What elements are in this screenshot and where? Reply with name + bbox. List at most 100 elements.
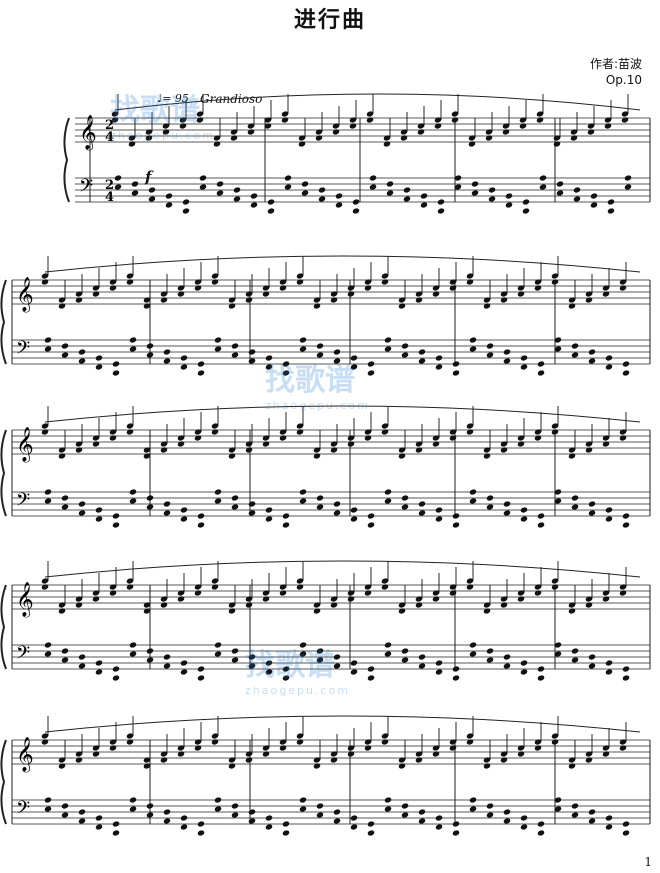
notehead xyxy=(248,663,256,669)
notehead xyxy=(571,657,579,663)
brace xyxy=(0,279,7,365)
notehead xyxy=(41,423,49,429)
notehead xyxy=(211,423,219,429)
notehead xyxy=(622,666,630,672)
notehead xyxy=(364,584,372,590)
notehead xyxy=(245,596,253,602)
notehead xyxy=(180,660,188,666)
notehead xyxy=(262,291,270,297)
slur xyxy=(44,405,641,423)
notehead xyxy=(92,590,100,596)
notehead xyxy=(571,812,579,818)
notehead xyxy=(367,675,375,681)
notehead xyxy=(551,739,559,745)
notehead xyxy=(182,199,190,205)
notehead xyxy=(177,291,185,297)
notehead xyxy=(585,441,593,447)
notehead xyxy=(214,337,222,343)
notehead xyxy=(602,435,610,441)
notehead xyxy=(503,501,511,507)
notehead xyxy=(177,441,185,447)
notehead xyxy=(415,757,423,763)
notehead xyxy=(605,516,613,522)
notehead xyxy=(265,507,273,513)
notehead xyxy=(92,435,100,441)
notehead xyxy=(163,654,171,660)
notehead xyxy=(347,745,355,751)
notehead xyxy=(61,495,69,501)
notehead xyxy=(585,757,593,763)
notehead xyxy=(41,733,49,739)
notehead xyxy=(500,441,508,447)
notehead xyxy=(434,117,442,123)
notehead xyxy=(502,129,510,135)
notehead xyxy=(61,657,69,663)
notehead xyxy=(182,208,190,214)
notehead xyxy=(573,196,581,202)
notehead xyxy=(213,141,221,147)
notehead xyxy=(180,507,188,513)
notehead xyxy=(318,196,326,202)
notehead xyxy=(588,663,596,669)
bass-clef: 𝄢 xyxy=(16,643,30,668)
notehead xyxy=(248,358,256,364)
notehead xyxy=(384,346,392,352)
notehead xyxy=(112,361,120,367)
notehead xyxy=(485,135,493,141)
notehead xyxy=(347,441,355,447)
notehead xyxy=(296,739,304,745)
notehead xyxy=(607,199,615,205)
notehead xyxy=(75,297,83,303)
notehead xyxy=(466,739,474,745)
notehead xyxy=(454,184,462,190)
notehead xyxy=(432,441,440,447)
notehead xyxy=(621,111,629,117)
notehead xyxy=(333,818,341,824)
treble-clef: 𝄞 xyxy=(16,277,34,313)
notehead xyxy=(92,745,100,751)
notehead xyxy=(78,818,86,824)
notehead xyxy=(146,648,154,654)
notehead xyxy=(503,349,511,355)
notehead xyxy=(230,129,238,135)
notehead xyxy=(131,181,139,187)
notehead xyxy=(418,818,426,824)
notehead xyxy=(588,654,596,660)
notehead xyxy=(194,429,202,435)
slur xyxy=(44,255,641,273)
notehead xyxy=(364,279,372,285)
notehead xyxy=(415,441,423,447)
composer-block: 作者:苗波 Op.10 xyxy=(590,56,642,88)
notehead xyxy=(403,187,411,193)
notehead xyxy=(296,584,304,590)
notehead xyxy=(588,358,596,364)
brace xyxy=(63,117,70,203)
notehead xyxy=(588,349,596,355)
notehead xyxy=(58,303,66,309)
brace xyxy=(0,584,7,670)
notehead xyxy=(415,596,423,602)
notehead xyxy=(520,364,528,370)
notehead xyxy=(534,590,542,596)
notehead xyxy=(502,123,510,129)
notehead xyxy=(61,648,69,654)
notehead xyxy=(282,830,290,836)
notehead xyxy=(194,739,202,745)
notehead xyxy=(248,501,256,507)
notehead xyxy=(468,135,476,141)
notehead xyxy=(75,441,83,447)
notehead xyxy=(78,809,86,815)
notehead xyxy=(403,196,411,202)
notehead xyxy=(534,285,542,291)
notehead xyxy=(163,349,171,355)
notehead xyxy=(432,596,440,602)
dynamic-marking: f xyxy=(145,168,152,186)
notehead xyxy=(466,279,474,285)
notehead xyxy=(160,297,168,303)
notehead xyxy=(196,111,204,117)
notehead xyxy=(384,651,392,657)
notehead xyxy=(619,745,627,751)
notehead xyxy=(301,190,309,196)
notehead xyxy=(602,590,610,596)
notehead xyxy=(364,285,372,291)
